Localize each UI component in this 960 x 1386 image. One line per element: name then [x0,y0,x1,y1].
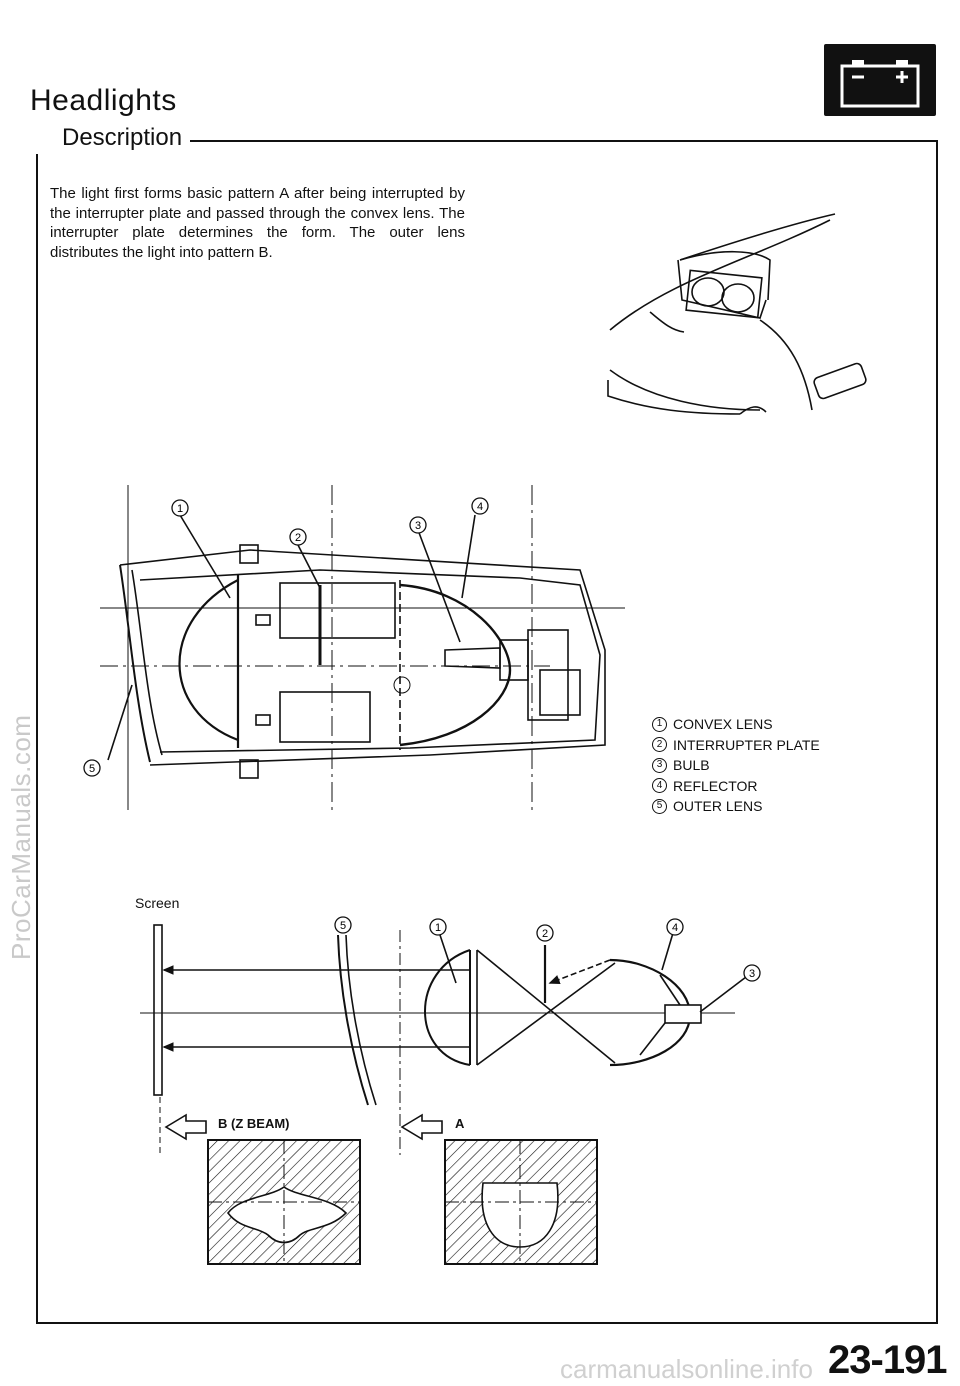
callout-1 [171,499,189,517]
callout-label: 1 [435,922,441,934]
callout-3 [409,516,427,534]
callout-label: 5 [89,763,95,775]
section-title: Description [58,124,191,152]
callout-4 [471,497,489,515]
callout-5 [83,759,101,777]
legend-label: BULB [673,757,710,773]
battery-icon-graphic [840,60,920,108]
page-title: Headlights [30,84,177,117]
screen-label: Screen [135,895,180,911]
callout-label: 4 [672,922,678,934]
battery-icon [824,44,936,116]
content-frame [36,140,938,1324]
description-text: The light first forms basic pattern A af… [50,185,465,261]
legend-label: CONVEX LENS [673,716,773,732]
callout-2 [536,924,554,942]
headlight-cross-section: 1 2 3 4 5 [83,485,625,815]
pattern-a-label: A [455,1116,465,1131]
callout-5 [334,916,352,934]
parts-legend: 1 CONVEX LENS 2 INTERRUPTER PLATE 3 BULB… [652,714,820,817]
beam-patterns [207,1139,598,1265]
callout-2 [289,528,307,546]
callout-1 [429,918,447,936]
callout-label: 3 [749,968,755,980]
optical-path-diagram: 5 1 2 4 3 [140,916,761,1155]
callout-4 [666,918,684,936]
callout-label: 4 [477,501,483,513]
side-watermark: ProCarManuals.com [6,714,36,960]
page-number: 23-191 [828,1338,948,1382]
callout-3 [743,964,761,982]
arrow-left-icon [400,1113,443,1141]
legend-item: 4 REFLECTOR [652,776,820,797]
legend-item: 2 INTERRUPTER PLATE [652,735,820,756]
legend-number: 3 [652,757,667,773]
legend-number: 5 [652,798,667,814]
callout-label: 1 [177,503,183,515]
legend-item: 1 CONVEX LENS [652,714,820,735]
car-front-illustration [607,213,867,415]
legend-number: 1 [652,716,667,732]
legend-number: 2 [652,737,667,753]
pattern-b-label: B (Z BEAM) [218,1116,290,1131]
pattern-b-box [207,1139,361,1265]
legend-number: 4 [652,778,667,794]
legend-item: 5 OUTER LENS [652,796,820,817]
arrow-left-icon [164,1113,207,1141]
legend-label: OUTER LENS [673,798,763,814]
legend-item: 3 BULB [652,755,820,776]
callout-label: 3 [415,520,421,532]
callout-label: 2 [295,532,301,544]
callout-label: 5 [340,920,346,932]
callout-label: 2 [542,928,548,940]
pattern-a-box [444,1139,598,1265]
footer-watermark: carmanualsonline.info [560,1354,813,1384]
legend-label: REFLECTOR [673,777,758,794]
legend-label: INTERRUPTER PLATE [673,736,820,753]
